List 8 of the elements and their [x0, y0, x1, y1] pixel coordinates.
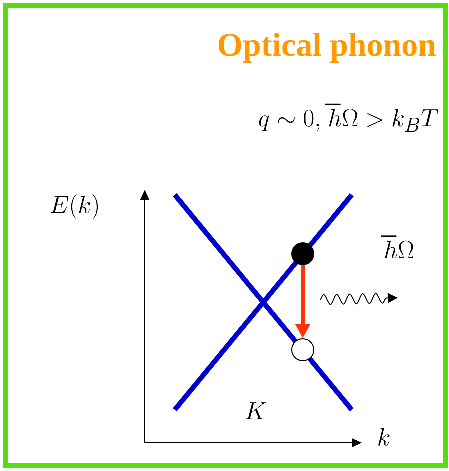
axis-label: $k$: [378, 428, 390, 446]
axis-label: $E(k)$: [50, 194, 98, 220]
title: Optical phonon: [218, 33, 436, 63]
energy-label: $\hbar\Omega$: [381, 236, 414, 259]
formula: $q \sim 0, \hbar\Omega > k_BT$: [259, 104, 438, 132]
open-circle: [292, 338, 314, 362]
point-label: $K$: [246, 402, 266, 420]
filled-circle: [292, 242, 314, 266]
